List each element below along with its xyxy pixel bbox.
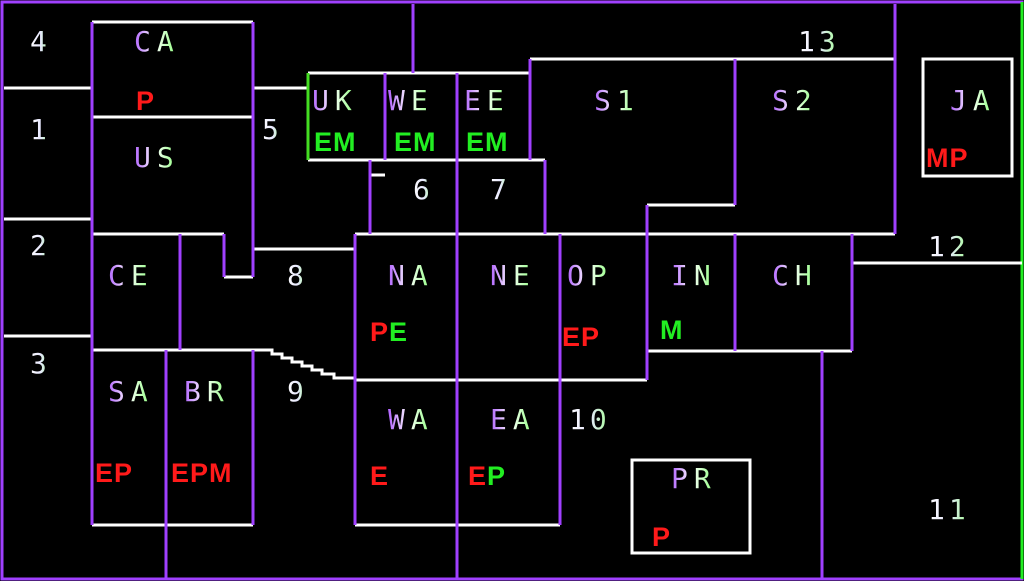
region-ca[interactable]: CA — [134, 25, 180, 58]
status-we: EM — [394, 129, 437, 156]
region-sa[interactable]: SA — [108, 375, 154, 408]
region-us[interactable]: US — [134, 141, 180, 174]
stair-border — [262, 348, 355, 380]
status-uk: EM — [314, 129, 357, 156]
sea-zone-8[interactable]: 8 — [287, 259, 308, 292]
status-sa: EP — [95, 460, 133, 487]
status-na: PE — [370, 319, 408, 346]
region-s2[interactable]: S2 — [772, 84, 818, 117]
status-wa: E — [370, 463, 389, 490]
region-br[interactable]: BR — [184, 375, 230, 408]
region-ja[interactable]: JA — [950, 84, 996, 117]
region-s1[interactable]: S1 — [594, 84, 640, 117]
status-br: EPM — [171, 460, 233, 487]
region-ce[interactable]: CE — [108, 259, 154, 292]
status-mark: E — [370, 461, 390, 491]
status-ja: MP — [926, 145, 969, 172]
status-mark: EP — [95, 458, 134, 488]
region-pr[interactable]: PR — [671, 462, 717, 495]
region-ch[interactable]: CH — [772, 259, 818, 292]
sea-zone-6[interactable]: 6 — [413, 173, 434, 206]
status-ea: EP — [468, 463, 506, 490]
status-ee: EM — [466, 129, 509, 156]
region-op[interactable]: OP — [567, 259, 613, 292]
sea-zone-1[interactable]: 1 — [30, 113, 51, 146]
status-mark: EPM — [171, 458, 233, 488]
region-ne[interactable]: NE — [490, 259, 536, 292]
status-op: EP — [562, 324, 600, 351]
region-uk[interactable]: UK — [312, 84, 358, 117]
region-wa[interactable]: WA — [388, 403, 434, 436]
sea-zone-11[interactable]: 11 — [928, 493, 970, 526]
status-mark: P — [487, 461, 507, 491]
purple-borders — [90, 4, 897, 579]
sea-zone-3[interactable]: 3 — [30, 347, 51, 380]
region-na[interactable]: NA — [388, 259, 434, 292]
status-mark: P — [370, 317, 390, 347]
sea-zone-13[interactable]: 13 — [798, 25, 840, 58]
status-mark: MP — [926, 143, 969, 173]
status-mark: EP — [562, 322, 601, 352]
sea-zone-12[interactable]: 12 — [928, 230, 970, 263]
sea-zone-10[interactable]: 10 — [569, 403, 611, 436]
status-mark: EM — [394, 127, 437, 157]
sea-zone-2[interactable]: 2 — [30, 229, 51, 262]
status-mark: P — [652, 522, 672, 552]
status-mark: EM — [466, 127, 509, 157]
region-in[interactable]: IN — [671, 259, 717, 292]
region-ea[interactable]: EA — [490, 403, 536, 436]
status-ca: P — [136, 88, 155, 115]
status-mark: M — [660, 315, 684, 345]
sea-zone-7[interactable]: 7 — [490, 173, 511, 206]
sea-zone-4[interactable]: 4 — [30, 25, 51, 58]
region-we[interactable]: WE — [388, 84, 434, 117]
region-ee[interactable]: EE — [464, 84, 510, 117]
status-mark: EM — [314, 127, 357, 157]
status-mark: P — [136, 86, 156, 116]
status-mark: E — [389, 317, 409, 347]
sea-zone-5[interactable]: 5 — [262, 113, 283, 146]
status-pr: P — [652, 524, 671, 551]
status-mark: E — [468, 461, 488, 491]
status-in: M — [660, 317, 684, 344]
sea-zone-9[interactable]: 9 — [287, 375, 308, 408]
